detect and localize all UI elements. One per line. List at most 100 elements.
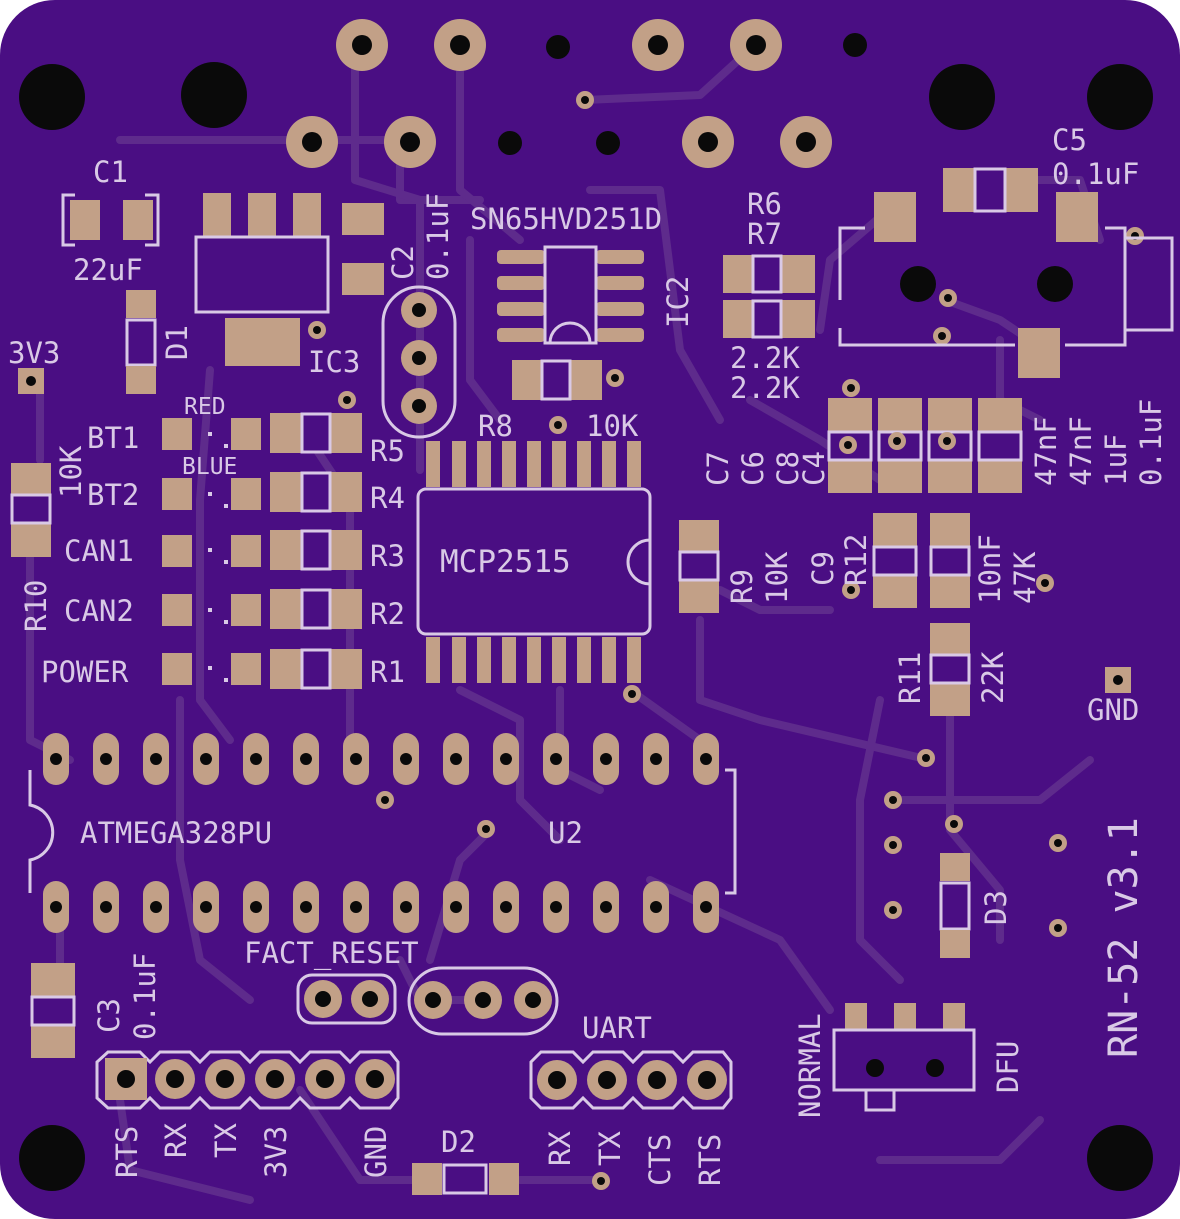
header-rts-label: RTS [110, 1126, 144, 1178]
r8-label: R8 [478, 409, 513, 443]
voltage-regulator [194, 193, 330, 366]
fact-reset-label: FACT_RESET [244, 936, 419, 971]
r10-value: 10K [54, 445, 88, 498]
mounting-hole [929, 64, 995, 130]
bt2-label: BT2 [87, 478, 139, 512]
mode-slide-switch[interactable] [832, 1003, 976, 1112]
c1-value: 22uF [73, 253, 143, 287]
mounting-holes [19, 62, 1153, 1191]
r8-resistor-gap [542, 360, 570, 400]
vias [308, 91, 1144, 1190]
r3-label: R3 [370, 539, 405, 573]
sn65hvd251d-label: SN65HVD251D [470, 202, 662, 236]
c3-label: C3 [92, 998, 126, 1033]
c7-value: 47nF [1029, 416, 1063, 486]
c1-capacitor [61, 193, 160, 247]
u2-label: U2 [548, 816, 583, 850]
led-resistors [270, 412, 362, 690]
r12-value: 47K [1008, 551, 1042, 604]
header-3v3-label: 3V3 [259, 1126, 293, 1178]
c5-value: 0.1uF [1052, 157, 1139, 191]
can2-label: CAN2 [64, 594, 134, 628]
r11-value: 22K [976, 651, 1010, 704]
r9-label: R9 [725, 569, 759, 604]
r10-resistor-body [10, 493, 52, 525]
dfu-label: DFU [991, 1041, 1025, 1093]
c2-value: 0.1uF [421, 193, 455, 280]
atmega328pu-dip [28, 733, 737, 933]
r6-value: 2.2K [730, 341, 800, 375]
r1-label: R1 [370, 655, 405, 689]
d2-label: D2 [441, 1125, 476, 1159]
tactile-switch [838, 192, 1174, 378]
normal-label: NORMAL [793, 1013, 827, 1118]
d1-diode [125, 290, 157, 394]
c7-label: C7 [701, 451, 735, 486]
bt1-label: BT1 [87, 421, 139, 455]
power-label: POWER [41, 655, 129, 689]
c6-value: 47nF [1064, 416, 1098, 486]
uart-rx-label: RX [543, 1131, 577, 1166]
blue-label: BLUE [182, 454, 237, 480]
r10-resistor-gap [11, 495, 51, 523]
header-tx-label: TX [209, 1123, 243, 1158]
3v3-label: 3V3 [8, 336, 60, 370]
r11-label: R11 [893, 652, 927, 704]
r9-resistor-body [678, 550, 720, 582]
c9-label: C9 [806, 551, 840, 586]
mounting-hole [181, 62, 247, 128]
crystal-oscillator [407, 966, 559, 1036]
mounting-hole-top-right [1087, 64, 1153, 130]
r11-resistor-gap [930, 655, 970, 683]
db9-connector [286, 19, 867, 168]
r4-label: R4 [370, 481, 405, 515]
atmega-label: ATMEGA328PU [80, 816, 272, 850]
ftdi-header[interactable] [95, 1050, 400, 1110]
c5-label: C5 [1052, 123, 1087, 157]
r7-value: 2.2K [730, 371, 800, 405]
red-label: RED [184, 394, 226, 420]
uart-header[interactable] [529, 1050, 733, 1110]
filter-capacitors [827, 398, 1023, 493]
c3-value: 0.1uF [128, 953, 162, 1040]
c5-capacitor [943, 167, 1038, 213]
c2-capacitor-gap [342, 235, 384, 263]
c6-label: C6 [736, 451, 770, 486]
r9-resistor-gap [679, 552, 719, 580]
d3-label: D3 [979, 890, 1013, 925]
d3-diode [939, 853, 971, 958]
mounting-hole-top-left [19, 64, 85, 130]
r6-r7-resistors [723, 254, 815, 339]
uart-cts-label: CTS [643, 1134, 677, 1186]
uart-tx-label: TX [593, 1131, 627, 1166]
c2-label: C2 [386, 245, 420, 280]
r7-label: R7 [747, 217, 782, 251]
board-title: RN-52 v3.1 [1101, 817, 1147, 1058]
c8-label: C8 [771, 451, 805, 486]
r12-label: R12 [839, 534, 873, 586]
c8-value: 1uF [1099, 434, 1133, 486]
can1-label: CAN1 [64, 534, 134, 568]
mounting-hole-bottom-right [1087, 1125, 1153, 1191]
r10-label: R10 [19, 580, 53, 632]
led-array [162, 418, 261, 685]
r9-value: 10K [760, 551, 794, 604]
r8-value: 10K [586, 409, 639, 443]
r11-resistor-body [929, 653, 971, 685]
fact-reset-jumper[interactable] [296, 973, 397, 1025]
test-point-3v3-hole [26, 376, 36, 386]
c9-r12-components [872, 513, 971, 608]
ic2-label: IC2 [661, 276, 695, 328]
c1-label: C1 [93, 155, 128, 189]
c4-value: 0.1uF [1134, 399, 1168, 486]
r2-label: R2 [370, 597, 405, 631]
mounting-hole-bottom-left [19, 1125, 85, 1191]
d1-label: D1 [160, 325, 194, 360]
r6-label: R6 [747, 187, 782, 221]
gnd-label: GND [1087, 693, 1139, 727]
c4-label: C4 [797, 451, 831, 486]
r8-resistor-body [540, 359, 572, 401]
c3-capacitor-body [30, 995, 76, 1027]
mcp2515-chip [416, 441, 652, 683]
